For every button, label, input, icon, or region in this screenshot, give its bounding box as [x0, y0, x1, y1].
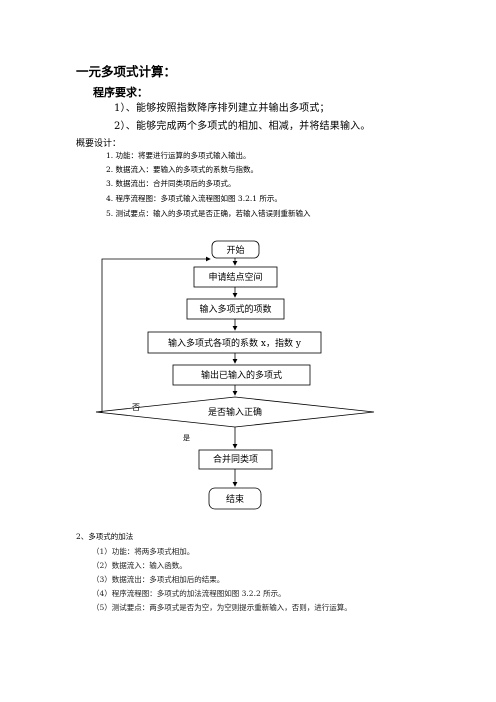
overview-item: 5. 测试要点：输入的多项式是否正确，若输入错误则重新输入	[106, 209, 311, 218]
input-terms-node	[147, 331, 322, 354]
requirement-item: 1）、能够按照指数降序排列建立并输出多项式；	[114, 103, 330, 114]
overview-item: 4. 程序流程图：多项式输入流程图如图 3.2.1 所示。	[106, 194, 282, 203]
loop-back-arrow	[96, 256, 211, 413]
requirement-item: 2）、能够完成两个多项式的相加、相减，并将结果输入。	[114, 121, 371, 132]
section2-item: （5）测试要点：两多项式是否为空，为空则提示重新输入，否则，进行运算。	[92, 603, 352, 612]
merge-label: 合并同类项	[213, 453, 258, 465]
alloc-node	[193, 266, 278, 288]
input-terms-label: 输入多项式各项的系数 x，指数 y	[168, 337, 302, 349]
start-node	[211, 240, 260, 259]
section2-item: （3）数据流出：多项式相加后的结果。	[92, 575, 225, 584]
yes-branch-label: 是	[183, 434, 190, 442]
input-count-label: 输入多项式的项数	[199, 303, 271, 315]
section2-item: （2）数据流入：输入函数。	[92, 561, 187, 570]
document-title: 一元多项式计算：	[76, 64, 177, 79]
overview-item: 2. 数据流入：要输入的多项式的系数与指数。	[106, 165, 259, 174]
section2-item: （1）功能：将两多项式相加。	[92, 547, 195, 556]
end-label: 结束	[226, 493, 244, 505]
section2-heading: 2、多项式的加法	[76, 532, 134, 541]
start-label: 开始	[226, 244, 244, 256]
alloc-label: 申请结点空间	[208, 271, 262, 283]
section2-item: （4）程序流程图：多项式的加法流程图如图 3.2.2 所示。	[92, 589, 286, 598]
output-node	[172, 364, 311, 386]
decision-label: 是否输入正确	[208, 406, 262, 418]
overview-item: 1. 功能：将要进行运算的多项式输入输出。	[106, 151, 251, 160]
output-label: 输出已输入的多项式	[201, 369, 282, 381]
no-branch-label: 否	[132, 403, 140, 412]
overview-heading: 概要设计：	[76, 139, 122, 149]
requirements-heading: 程序要求：	[93, 86, 148, 99]
merge-node	[198, 449, 273, 470]
overview-item: 3. 数据流出：合并同类项后的多项式。	[106, 179, 236, 188]
input-count-node	[186, 298, 285, 320]
end-node	[208, 487, 262, 510]
